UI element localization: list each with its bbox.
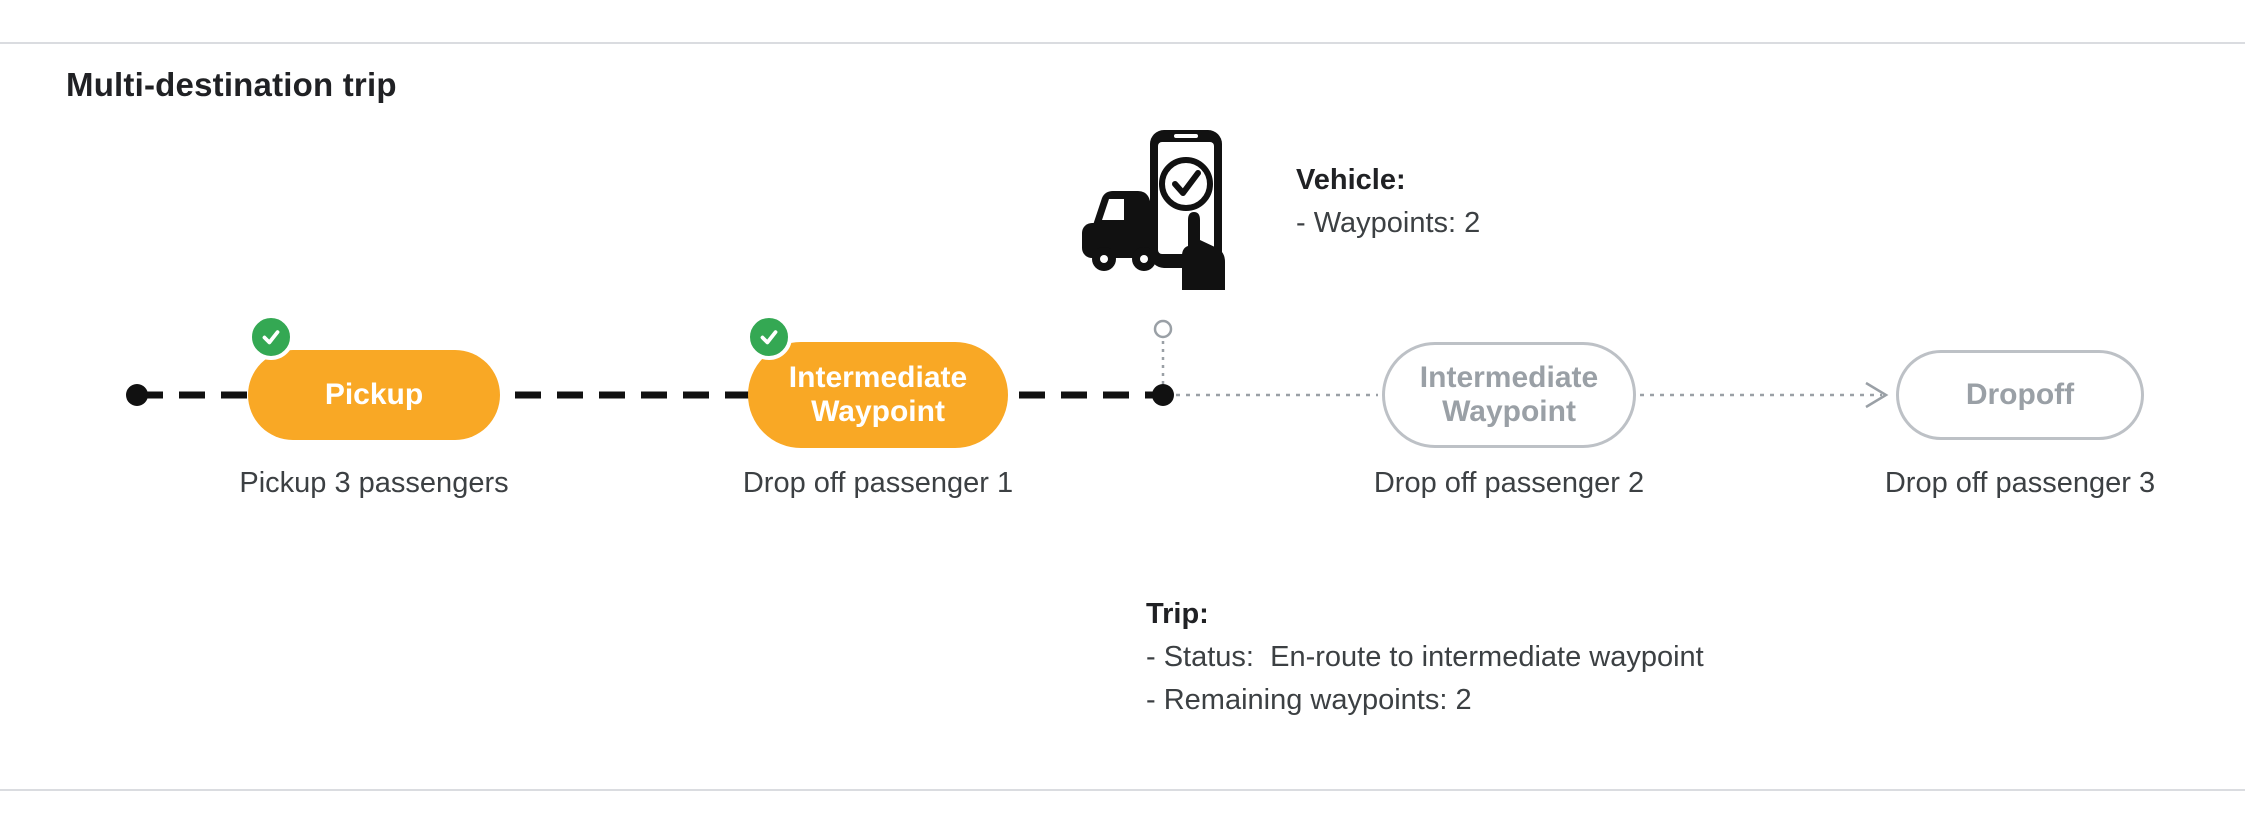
stop-pickup-label: Pickup xyxy=(324,378,424,412)
vehicle-info-line-waypoints: - Waypoints: 2 xyxy=(1296,207,1481,239)
vehicle-anchor-circle xyxy=(1153,319,1173,339)
stop-intermediate-waypoint-2: Intermediate Waypoint xyxy=(1382,342,1636,448)
stop-dropoff: Dropoff xyxy=(1896,350,2144,440)
check-icon xyxy=(760,330,778,345)
bottom-divider xyxy=(0,789,2245,791)
arrow-right-icon xyxy=(1865,381,1889,409)
stop-intermediate-waypoint-1-caption: Drop off passenger 1 xyxy=(742,467,1014,499)
car-with-phone-check-icon xyxy=(1082,130,1225,290)
route-start-dot xyxy=(126,384,148,406)
top-divider xyxy=(0,42,2245,44)
trip-info: Trip: - Status: En-route to intermediate… xyxy=(1146,598,1704,717)
trip-info-line-status: - Status: En-route to intermediate waypo… xyxy=(1146,641,1704,673)
pickup-completed-badge xyxy=(248,314,294,360)
stop-pickup: Pickup xyxy=(248,314,500,440)
stop-dropoff-caption: Drop off passenger 3 xyxy=(1884,467,2156,499)
page-title: Multi-destination trip xyxy=(66,66,397,103)
stop-pickup-caption: Pickup 3 passengers xyxy=(239,467,509,499)
vehicle-info-heading: Vehicle: xyxy=(1296,164,1406,196)
trip-info-line-remaining: - Remaining waypoints: 2 xyxy=(1146,684,1472,716)
stop-intermediate-waypoint-1: Intermediate Waypoint xyxy=(746,314,1008,448)
stop-dropoff-label: Dropoff xyxy=(1965,378,2075,412)
stop-intermediate-waypoint-1-label: Intermediate Waypoint xyxy=(788,361,968,428)
stop-intermediate-waypoint-2-caption: Drop off passenger 2 xyxy=(1373,467,1645,499)
trip-info-heading: Trip: xyxy=(1146,598,1209,630)
vehicle-info: Vehicle: - Waypoints: 2 xyxy=(1296,164,1480,240)
hand-icon xyxy=(1182,212,1225,290)
check-icon xyxy=(1172,170,1201,196)
stop-intermediate-waypoint-2-label: Intermediate Waypoint xyxy=(1419,361,1599,428)
current-position-dot xyxy=(1152,384,1174,406)
intermediate-waypoint-1-completed-badge xyxy=(746,314,792,360)
check-circle-icon xyxy=(1159,157,1213,211)
check-icon xyxy=(262,330,280,345)
